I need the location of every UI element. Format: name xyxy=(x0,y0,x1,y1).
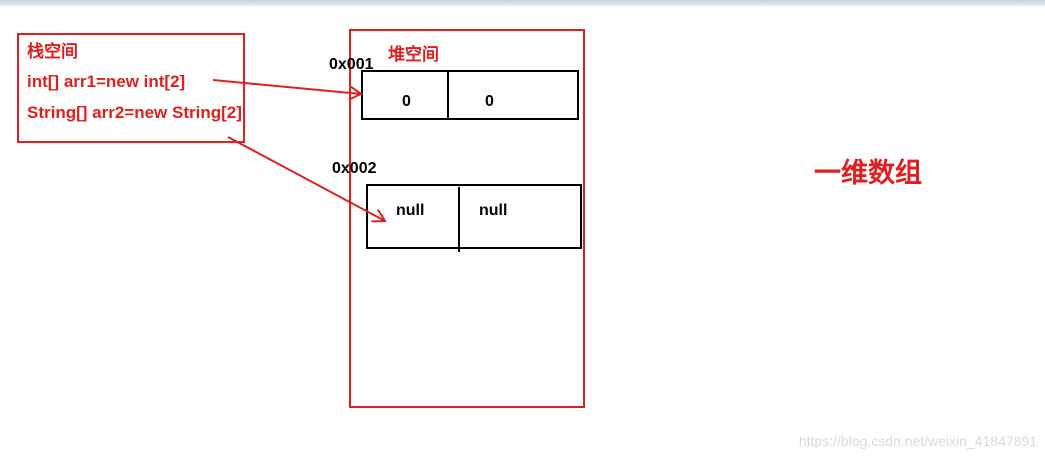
array1-box xyxy=(361,70,579,120)
array1-address: 0x001 xyxy=(329,56,374,73)
array2-cell-1: null xyxy=(479,202,507,219)
stack-line-string-array: String[] arr2=new String[2] xyxy=(27,103,242,122)
array2-box xyxy=(366,184,582,249)
stack-space-title: 栈空间 xyxy=(27,41,78,61)
array1-cell-1: 0 xyxy=(485,93,494,110)
watermark-text: https://blog.csdn.net/weixin_41847891 xyxy=(798,433,1037,449)
array2-cell-0: null xyxy=(396,202,424,219)
window-top-strip xyxy=(0,0,1045,6)
stack-line-int-array: int[] arr1=new int[2] xyxy=(27,72,185,91)
stack-space-box xyxy=(17,33,245,143)
heap-space-title: 堆空间 xyxy=(388,44,439,64)
arr2-reference-arrow xyxy=(227,136,385,221)
array2-address: 0x002 xyxy=(332,160,377,177)
heap-space-box xyxy=(349,29,585,408)
arr1-reference-arrow xyxy=(212,79,361,94)
array1-cell-0: 0 xyxy=(402,93,411,110)
diagram-caption: 一维数组 xyxy=(814,157,922,188)
